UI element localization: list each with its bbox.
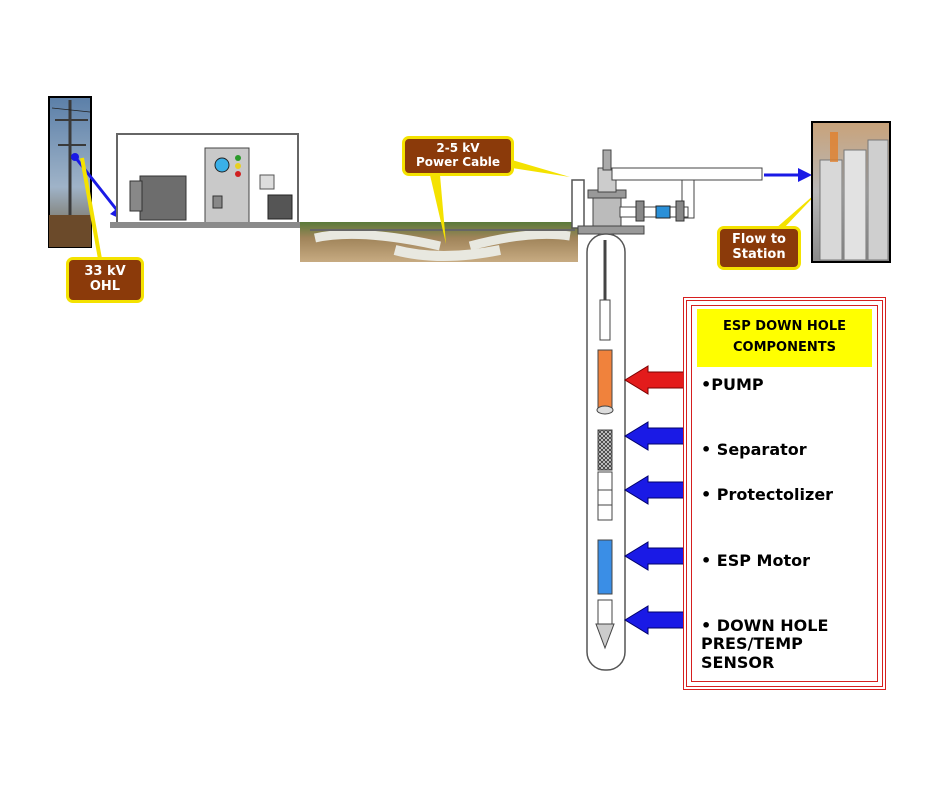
pump-section bbox=[596, 349, 614, 415]
separator-section bbox=[597, 429, 613, 471]
legend-item-protectolizer: • Protectolizer bbox=[701, 485, 834, 504]
flow-callout: Flow to Station bbox=[717, 226, 801, 270]
ohl-callout: 33 kV OHL bbox=[66, 257, 144, 303]
legend-item-separator: • Separator bbox=[701, 440, 807, 459]
legend-item-pump: •PUMP bbox=[701, 375, 764, 394]
protectolizer-section bbox=[597, 471, 613, 521]
surface-control-station bbox=[110, 133, 302, 228]
protectolizer-arrow bbox=[624, 475, 686, 505]
tank-station-photo bbox=[811, 121, 891, 263]
esp-motor-section bbox=[597, 539, 613, 595]
legend-item-sensor: • DOWN HOLE PRES/TEMP SENSOR bbox=[701, 616, 829, 672]
ohl-callout-text: 33 kV OHL bbox=[84, 264, 126, 294]
power-cable-callout-text: 2-5 kV Power Cable bbox=[415, 141, 501, 169]
components-legend: ESP DOWN HOLE COMPONENTS •PUMP • Separat… bbox=[683, 297, 886, 690]
pres-temp-sensor-section bbox=[595, 599, 615, 650]
pump-arrow bbox=[624, 365, 686, 395]
flow-arrow bbox=[764, 168, 822, 229]
wellhead bbox=[571, 149, 763, 235]
esp-motor-arrow bbox=[624, 541, 686, 571]
power-cable-callout: 2-5 kV Power Cable bbox=[402, 136, 514, 176]
sensor-arrow bbox=[624, 605, 686, 635]
legend-item-esp-motor: • ESP Motor bbox=[701, 551, 810, 570]
ground-cable-trench bbox=[300, 222, 578, 262]
legend-title: ESP DOWN HOLE COMPONENTS bbox=[697, 309, 872, 367]
flow-callout-text: Flow to Station bbox=[732, 232, 786, 262]
cable-callout-pointers bbox=[430, 160, 570, 244]
separator-arrow bbox=[624, 421, 686, 451]
